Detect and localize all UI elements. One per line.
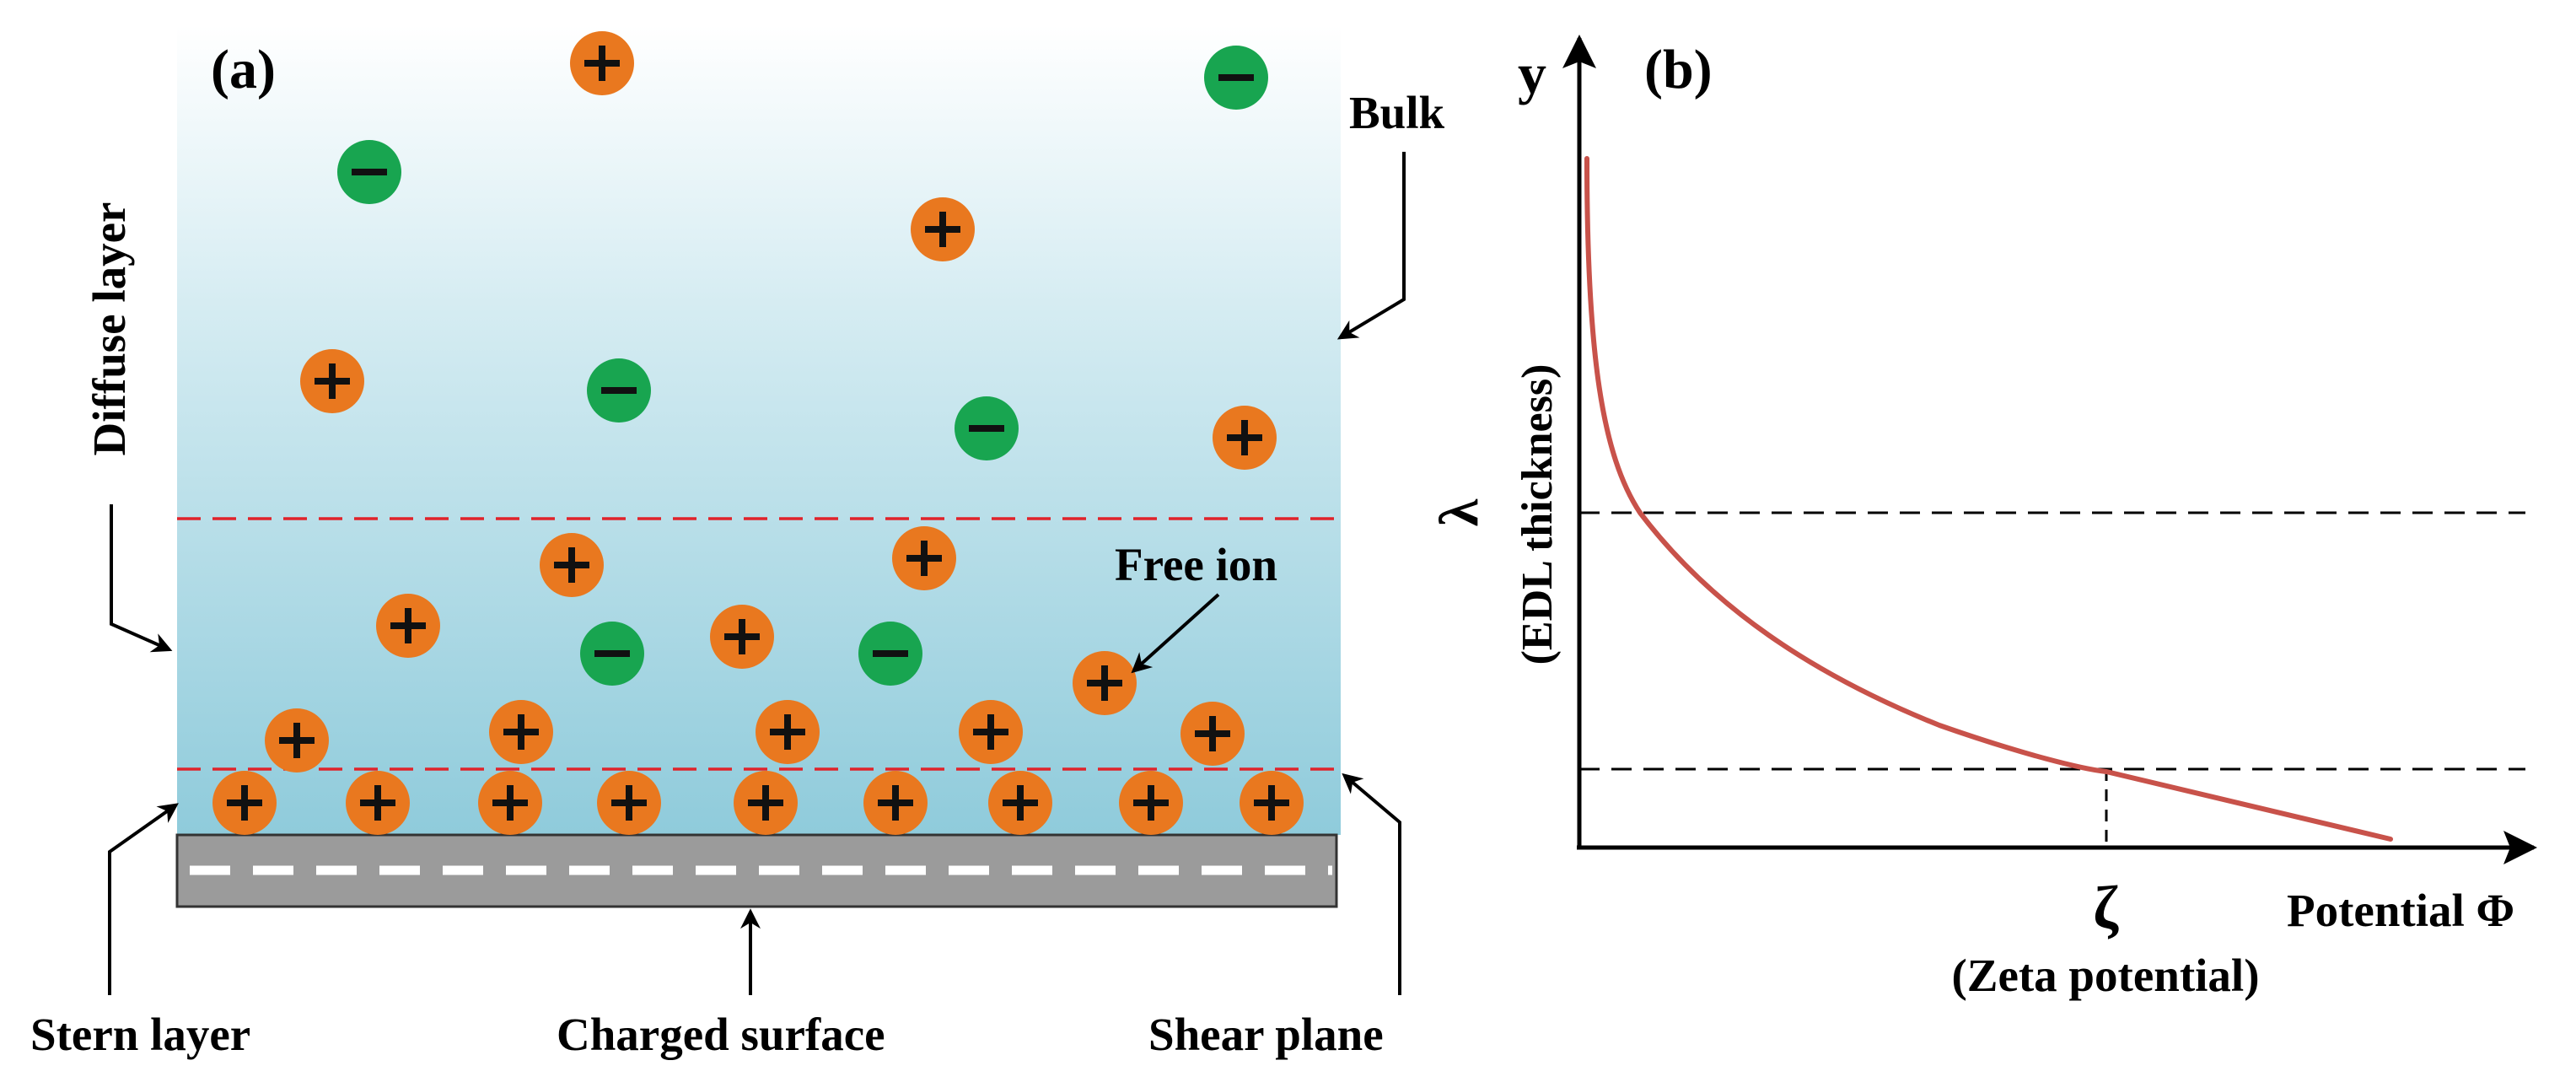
positive-ion xyxy=(597,771,661,835)
positive-ion xyxy=(1119,771,1183,835)
plus-sign-icon xyxy=(784,714,791,750)
plus-sign-icon xyxy=(241,785,248,821)
lambda-symbol: λ xyxy=(1428,498,1490,526)
minus-sign-icon xyxy=(1218,74,1254,81)
plus-sign-icon xyxy=(1101,665,1108,701)
plus-sign-icon xyxy=(405,608,411,643)
plus-sign-icon xyxy=(507,785,514,821)
diffuse-layer-label: Diffuse layer xyxy=(83,202,135,456)
diffuse-layer-arrow xyxy=(110,504,173,653)
plus-sign-icon xyxy=(1209,716,1216,751)
positive-ion xyxy=(1073,651,1137,715)
zeta-potential-label: (Zeta potential) xyxy=(1951,950,2259,1001)
bulk-arrow xyxy=(1336,152,1406,340)
panel-b-label: (b) xyxy=(1644,39,1713,100)
negative-ion xyxy=(580,622,644,686)
charged-surface-label: Charged surface xyxy=(557,1009,885,1060)
positive-ion xyxy=(959,700,1023,764)
plus-sign-icon xyxy=(1241,420,1248,455)
negative-ion xyxy=(337,140,401,204)
plus-sign-icon xyxy=(939,212,946,247)
positive-ion xyxy=(300,349,364,413)
edl-thickness-label: (EDL thickness) xyxy=(1514,364,1562,665)
ion-group xyxy=(212,31,1304,835)
positive-ion xyxy=(863,771,928,835)
negative-ion xyxy=(587,358,651,423)
positive-ion xyxy=(892,526,956,590)
plus-sign-icon xyxy=(1017,785,1024,821)
positive-ion xyxy=(376,594,440,658)
negative-ion xyxy=(955,396,1019,460)
positive-ion xyxy=(346,771,410,835)
positive-ion xyxy=(489,700,553,764)
positive-ion xyxy=(988,771,1052,835)
stern-layer-arrow xyxy=(108,803,179,995)
plus-sign-icon xyxy=(599,46,605,81)
plus-sign-icon xyxy=(293,723,300,758)
shear-plane-arrow xyxy=(1342,772,1401,995)
plus-sign-icon xyxy=(568,547,575,583)
panel-a-edl-schematic: (a) Bulk Diffuse layer Free ion Stern la… xyxy=(30,25,1445,1060)
positive-ion xyxy=(710,605,774,669)
panel-b-potential-plot: y (b) λ (EDL thickness) ζ (Zeta potentia… xyxy=(1428,35,2537,1001)
minus-sign-icon xyxy=(969,425,1004,432)
zeta-symbol: ζ xyxy=(2093,874,2119,941)
plus-sign-icon xyxy=(987,714,994,750)
positive-ion xyxy=(1213,406,1277,470)
plus-sign-icon xyxy=(892,785,899,821)
free-ion-label: Free ion xyxy=(1115,539,1277,590)
positive-ion xyxy=(911,197,975,261)
shear-plane-label: Shear plane xyxy=(1148,1009,1384,1060)
free-ion-arrow xyxy=(1131,593,1220,674)
potential-curve xyxy=(1584,156,2393,842)
negative-ion xyxy=(1204,46,1268,110)
plus-sign-icon xyxy=(1268,785,1275,821)
plus-sign-icon xyxy=(1148,785,1154,821)
positive-ion xyxy=(1240,771,1304,835)
positive-ion xyxy=(265,708,329,772)
x-axis-label: Potential Φ xyxy=(2287,885,2514,936)
positive-ion xyxy=(570,31,634,95)
plus-sign-icon xyxy=(739,619,745,654)
stern-layer-label: Stern layer xyxy=(30,1009,250,1060)
bulk-label: Bulk xyxy=(1349,87,1445,138)
plus-sign-icon xyxy=(921,541,928,576)
plus-sign-icon xyxy=(518,714,524,750)
plus-sign-icon xyxy=(762,785,769,821)
positive-ion xyxy=(212,771,277,835)
plus-sign-icon xyxy=(329,363,336,399)
positive-ion xyxy=(478,771,542,835)
positive-ion xyxy=(1180,702,1245,766)
plus-sign-icon xyxy=(626,785,632,821)
minus-sign-icon xyxy=(601,387,637,394)
positive-ion xyxy=(540,533,604,597)
minus-sign-icon xyxy=(873,650,908,657)
positive-ion xyxy=(756,700,820,764)
y-axis-label: y xyxy=(1518,41,1546,105)
minus-sign-icon xyxy=(352,169,387,175)
minus-sign-icon xyxy=(594,650,630,657)
panel-a-label: (a) xyxy=(211,39,276,100)
positive-ion xyxy=(734,771,798,835)
negative-ion xyxy=(858,622,922,686)
plus-sign-icon xyxy=(374,785,381,821)
